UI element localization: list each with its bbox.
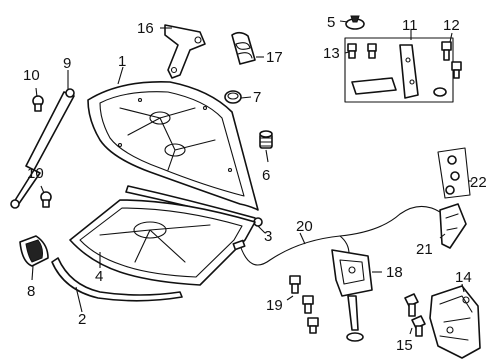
callout-19: 19 [266, 297, 283, 314]
callout-5: 5 [327, 14, 335, 31]
seal-strip [51, 257, 183, 302]
gas-strut [10, 88, 75, 209]
bolts-set-13 [347, 43, 377, 59]
callout-17: 17 [266, 49, 283, 66]
callout-22: 22 [470, 174, 487, 191]
bolts-set-15 [404, 293, 426, 337]
fasteners-set-12 [433, 41, 462, 97]
callout-21: 21 [416, 241, 433, 258]
release-cable [232, 205, 441, 271]
hinge-spring [231, 31, 256, 65]
hood-hinge [164, 24, 206, 79]
callout-16: 16 [137, 20, 154, 37]
leader-lines [31, 20, 472, 335]
adjuster-bumper [259, 130, 273, 149]
callout-18: 18 [386, 264, 403, 281]
hood-latch [331, 249, 373, 342]
callout-6: 6 [262, 167, 270, 184]
callout-1: 1 [118, 53, 126, 70]
bumper-stop [19, 235, 49, 267]
hood-insulator [69, 199, 256, 286]
callout-3: 3 [264, 228, 272, 245]
callout-15: 15 [396, 337, 413, 354]
callout-4: 4 [95, 268, 103, 285]
callout-9: 9 [63, 55, 71, 72]
bracket-assembly [344, 37, 454, 103]
callout-14: 14 [455, 269, 472, 286]
hood-panel [87, 81, 259, 211]
callout-labels: 1 2 3 4 5 6 7 8 9 10 10 11 12 13 14 15 1… [23, 14, 487, 354]
callout-7: 7 [253, 89, 261, 106]
hole-plug [224, 90, 242, 104]
callout-10-upper: 10 [23, 67, 40, 84]
callout-12: 12 [443, 17, 460, 34]
support-bracket [429, 285, 481, 359]
ball-stud-upper [32, 95, 44, 112]
screws-set-22 [437, 147, 471, 199]
latch-bolts [289, 275, 319, 334]
callout-20: 20 [296, 218, 313, 235]
retainer-clip [345, 15, 365, 30]
callout-11: 11 [402, 17, 418, 34]
callout-10-lower: 10 [27, 165, 44, 182]
callout-13: 13 [323, 45, 340, 62]
ball-stud-lower [40, 191, 52, 208]
release-handle [439, 203, 467, 249]
callout-2: 2 [78, 311, 86, 328]
callout-8: 8 [27, 283, 35, 300]
